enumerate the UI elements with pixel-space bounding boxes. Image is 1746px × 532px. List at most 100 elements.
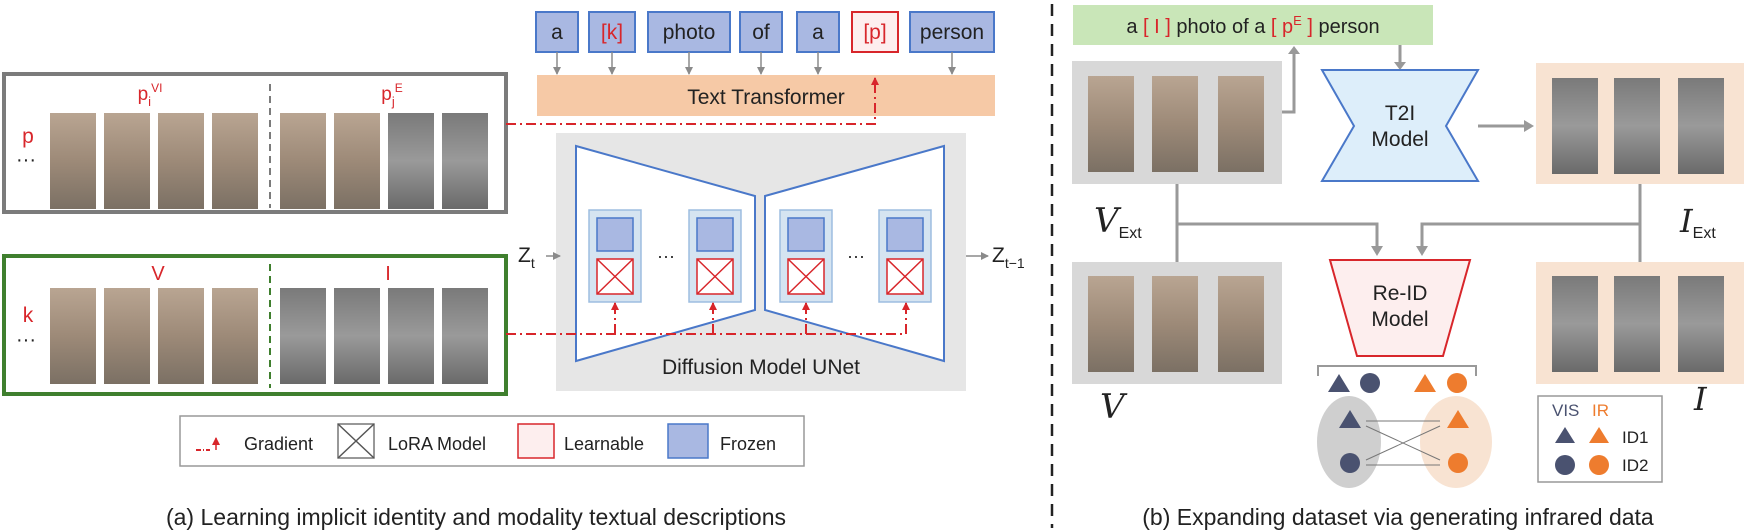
- person-image: [334, 113, 380, 209]
- person-image: [280, 288, 326, 384]
- k-row-images: [50, 288, 488, 384]
- v-ext-label: VExt: [1094, 201, 1142, 242]
- p-row-ellipsis: ···: [16, 149, 36, 171]
- token-photo: photo: [663, 21, 716, 44]
- person-image: [158, 113, 204, 209]
- legend-gradient: Gradient: [196, 434, 313, 454]
- v-label: V: [1100, 387, 1128, 427]
- person-image: [280, 113, 326, 209]
- reid-output-bracket: [1317, 365, 1477, 376]
- svg-text:LoRA Model: LoRA Model: [388, 434, 486, 454]
- legend-id2-markers: [1555, 455, 1609, 475]
- vis-cluster: [1317, 396, 1381, 488]
- caption-b: (b) Expanding dataset via generating inf…: [1142, 504, 1654, 530]
- person-image: [1614, 276, 1660, 372]
- unet-block-4: [878, 209, 932, 303]
- ir-cluster: [1420, 396, 1492, 488]
- svg-text:Frozen: Frozen: [720, 434, 776, 454]
- person-image: [1552, 276, 1598, 372]
- label-v: V: [151, 263, 165, 285]
- token-k: [k]: [601, 21, 623, 44]
- z-t-label: Zt: [518, 244, 535, 271]
- text-transformer-label: Text Transformer: [687, 86, 845, 109]
- legend-vis: VIS: [1552, 401, 1579, 420]
- t2i-line1: T2I: [1385, 102, 1415, 125]
- person-image: [1614, 78, 1660, 174]
- label-p-vi: piVI: [138, 81, 163, 109]
- svg-text:Gradient: Gradient: [244, 434, 313, 454]
- person-image: [104, 288, 150, 384]
- i-ext-label: IExt: [1679, 202, 1716, 242]
- person-image: [104, 113, 150, 209]
- unet-block-3: [779, 209, 833, 303]
- person-image: [50, 113, 96, 209]
- person-image: [1552, 78, 1598, 174]
- svg-text:···: ···: [847, 246, 865, 266]
- p-row-label: p: [22, 125, 34, 148]
- person-image: [1088, 276, 1134, 372]
- t2i-model: [1320, 69, 1480, 182]
- arrowhead: [1371, 246, 1383, 256]
- legend-ir: IR: [1592, 401, 1609, 420]
- person-image: [1678, 78, 1724, 174]
- token-a1: a: [551, 21, 563, 44]
- reid-line1: Re-ID: [1373, 282, 1428, 305]
- reid-line2: Model: [1371, 308, 1428, 331]
- person-image: [388, 113, 434, 209]
- legend-id1-markers: [1555, 427, 1609, 443]
- legend-frozen: Frozen: [667, 423, 776, 459]
- unet-block-1: [588, 209, 642, 303]
- prompt-text: a [ I ] photo of a [ pE ] person: [1126, 13, 1379, 38]
- person-image: [1152, 76, 1198, 172]
- label-p-e: pjE: [381, 81, 402, 109]
- unet-block-2: [688, 209, 742, 303]
- gradient-arrowheads: [611, 77, 910, 310]
- arrowhead: [1288, 46, 1300, 54]
- person-image: [1088, 76, 1134, 172]
- person-image: [442, 113, 488, 209]
- token-box-p: [851, 11, 899, 53]
- p-row-images: [50, 113, 488, 209]
- legend-learnable: Learnable: [517, 423, 644, 459]
- token-person: person: [920, 21, 984, 44]
- unet-blocks: ··· ···: [588, 209, 932, 303]
- prompt-box: [1073, 5, 1433, 45]
- arrowhead: [1524, 120, 1534, 132]
- reid-input-lines: [1175, 184, 1642, 262]
- reid-output-markers: [1328, 373, 1467, 393]
- person-image: [334, 288, 380, 384]
- arrowhead: [1394, 62, 1406, 70]
- t2i-line2: Model: [1371, 128, 1428, 151]
- gradient-paths: [506, 80, 907, 335]
- z-t-1-label: Zt−1: [992, 244, 1025, 271]
- caption-a: (a) Learning implicit identity and modal…: [166, 504, 786, 530]
- legend-id1: ID1: [1622, 428, 1648, 447]
- feature-links: [1365, 420, 1441, 466]
- reid-model: [1328, 259, 1472, 357]
- k-row-label: k: [23, 304, 34, 327]
- token-arrows: [553, 52, 956, 75]
- svg-text:···: ···: [657, 246, 675, 266]
- person-image: [1152, 276, 1198, 372]
- arrowhead: [1416, 246, 1428, 256]
- prompt-tokens: a [k] photo of a [p] person: [535, 11, 995, 53]
- token-a2: a: [812, 21, 824, 44]
- person-image: [1218, 276, 1264, 372]
- person-image: [442, 288, 488, 384]
- person-image: [50, 288, 96, 384]
- token-box-of: [739, 11, 783, 53]
- feature-markers: [1339, 410, 1469, 473]
- token-of: of: [752, 21, 770, 44]
- person-image: [212, 288, 258, 384]
- person-image: [388, 288, 434, 384]
- text-transformer-box: [537, 75, 995, 116]
- unet-label: Diffusion Model UNet: [662, 356, 860, 379]
- person-image: [1678, 276, 1724, 372]
- person-image: [158, 288, 204, 384]
- legend-lora: LoRA Model: [337, 423, 486, 459]
- token-p: [p]: [863, 21, 886, 44]
- person-image: [1218, 76, 1264, 172]
- legend-id2: ID2: [1622, 456, 1648, 475]
- svg-text:Learnable: Learnable: [564, 434, 644, 454]
